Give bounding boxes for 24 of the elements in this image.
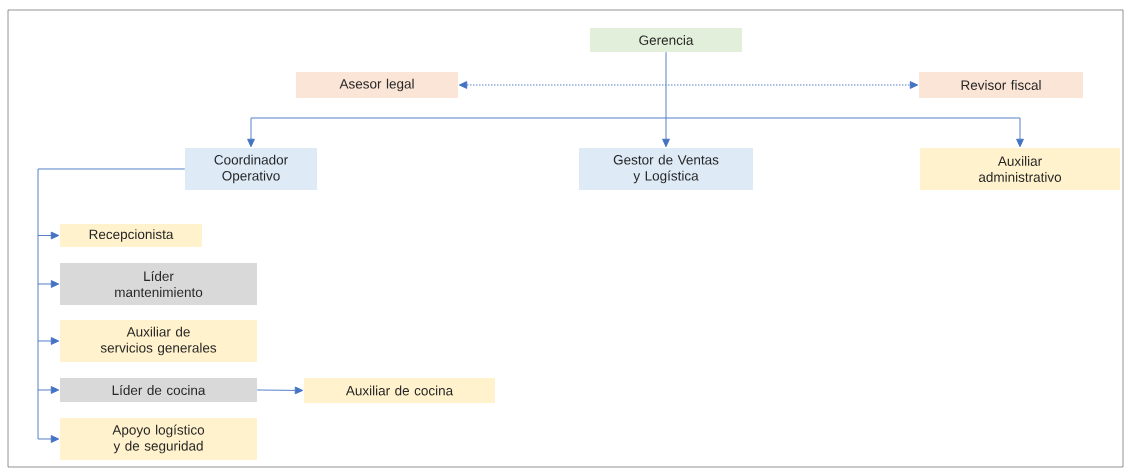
org-box: Gestor de Ventas y Logística xyxy=(579,148,753,190)
org-box: Asesor legal xyxy=(296,72,458,98)
org-box: Gerencia xyxy=(590,28,742,52)
connector-line xyxy=(665,51,667,119)
connector-arrow xyxy=(458,81,919,89)
org-box: Auxiliar administrativo xyxy=(920,148,1120,190)
org-box: Líder de cocina xyxy=(60,378,257,402)
org-box: Coordinador Operativo xyxy=(185,148,317,190)
connector-arrow xyxy=(37,435,60,443)
org-box: Auxiliar de servicios generales xyxy=(60,320,257,362)
connector-arrow xyxy=(37,280,60,288)
connector-arrow xyxy=(256,386,304,395)
org-box: Recepcionista xyxy=(60,224,202,247)
connector-arrow xyxy=(247,117,667,148)
connector-arrow xyxy=(37,337,60,345)
org-box: Líder mantenimiento xyxy=(60,263,257,305)
connector-arrow xyxy=(37,386,60,394)
connector-arrow xyxy=(662,117,670,148)
org-box: Auxiliar de cocina xyxy=(304,378,495,403)
org-box: Revisor fiscal xyxy=(919,72,1083,98)
connector-line xyxy=(37,168,186,440)
connector-arrow xyxy=(37,231,60,240)
connector-arrow xyxy=(665,117,1024,148)
org-box: Apoyo logístico y de seguridad xyxy=(60,418,257,460)
